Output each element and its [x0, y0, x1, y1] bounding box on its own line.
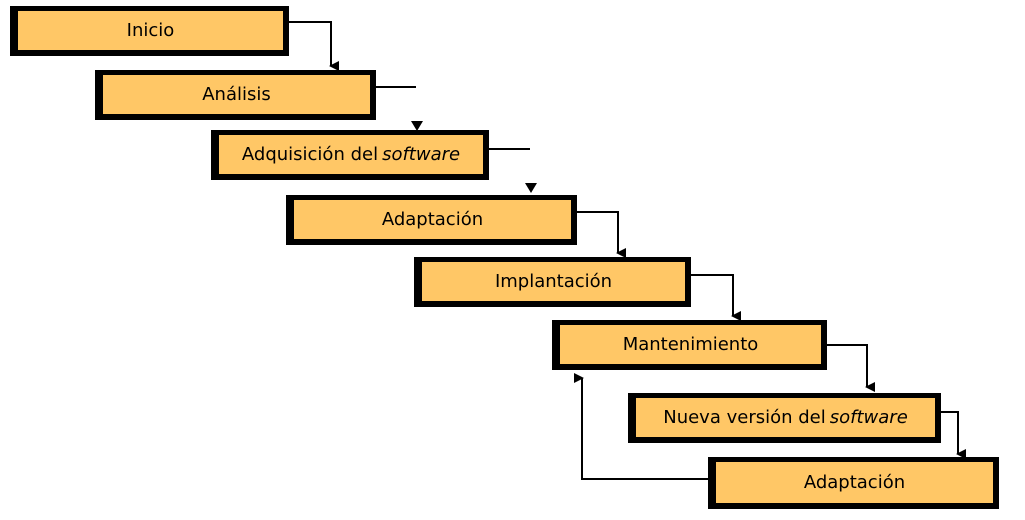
- step-adaptacion-final-label: Adaptación: [713, 461, 994, 504]
- step-inicio-box: Inicio: [10, 6, 289, 56]
- step-adaptacion-final-box: Adaptación: [708, 457, 999, 509]
- step-inicio-label: Inicio: [15, 10, 284, 51]
- connector-nueva-version-adaptacion: [940, 411, 966, 459]
- connector-feedback-mantenimiento: [574, 373, 708, 480]
- step-adquisicion-text: Adquisición del: [241, 144, 379, 165]
- step-adquisicion-software-box: Adquisición del software: [211, 130, 489, 180]
- step-analisis-label: Análisis: [100, 74, 371, 115]
- step-nueva-version-software-box: Nueva versión del software: [628, 393, 941, 443]
- connector-adaptacion-implantacion: [576, 211, 626, 258]
- step-adaptacion-label: Adaptación: [291, 199, 572, 240]
- step-adquisicion-software-emphasis: software: [382, 144, 461, 165]
- connector-mantenimiento-nueva-version: [826, 344, 875, 392]
- step-implantacion-box: Implantación: [414, 257, 691, 307]
- step-analisis-box: Análisis: [95, 70, 376, 120]
- step-nueva-version-text: Nueva versión del: [663, 407, 826, 428]
- step-adquisicion-software-label: Adquisición del software: [216, 134, 484, 175]
- arrowhead-analisis-adquisicion: [411, 121, 423, 131]
- arrowhead-adquisicion-adaptacion: [525, 183, 537, 193]
- step-nueva-version-software-emphasis: software: [829, 407, 908, 428]
- step-mantenimiento-label: Mantenimiento: [557, 324, 822, 365]
- step-nueva-version-software-label: Nueva versión del software: [633, 397, 936, 438]
- step-implantacion-label: Implantación: [419, 261, 686, 302]
- connector-inicio-analisis: [288, 21, 339, 71]
- connector-implantacion-mantenimiento: [690, 274, 741, 321]
- step-mantenimiento-box: Mantenimiento: [552, 320, 827, 370]
- step-adaptacion-box: Adaptación: [286, 195, 577, 245]
